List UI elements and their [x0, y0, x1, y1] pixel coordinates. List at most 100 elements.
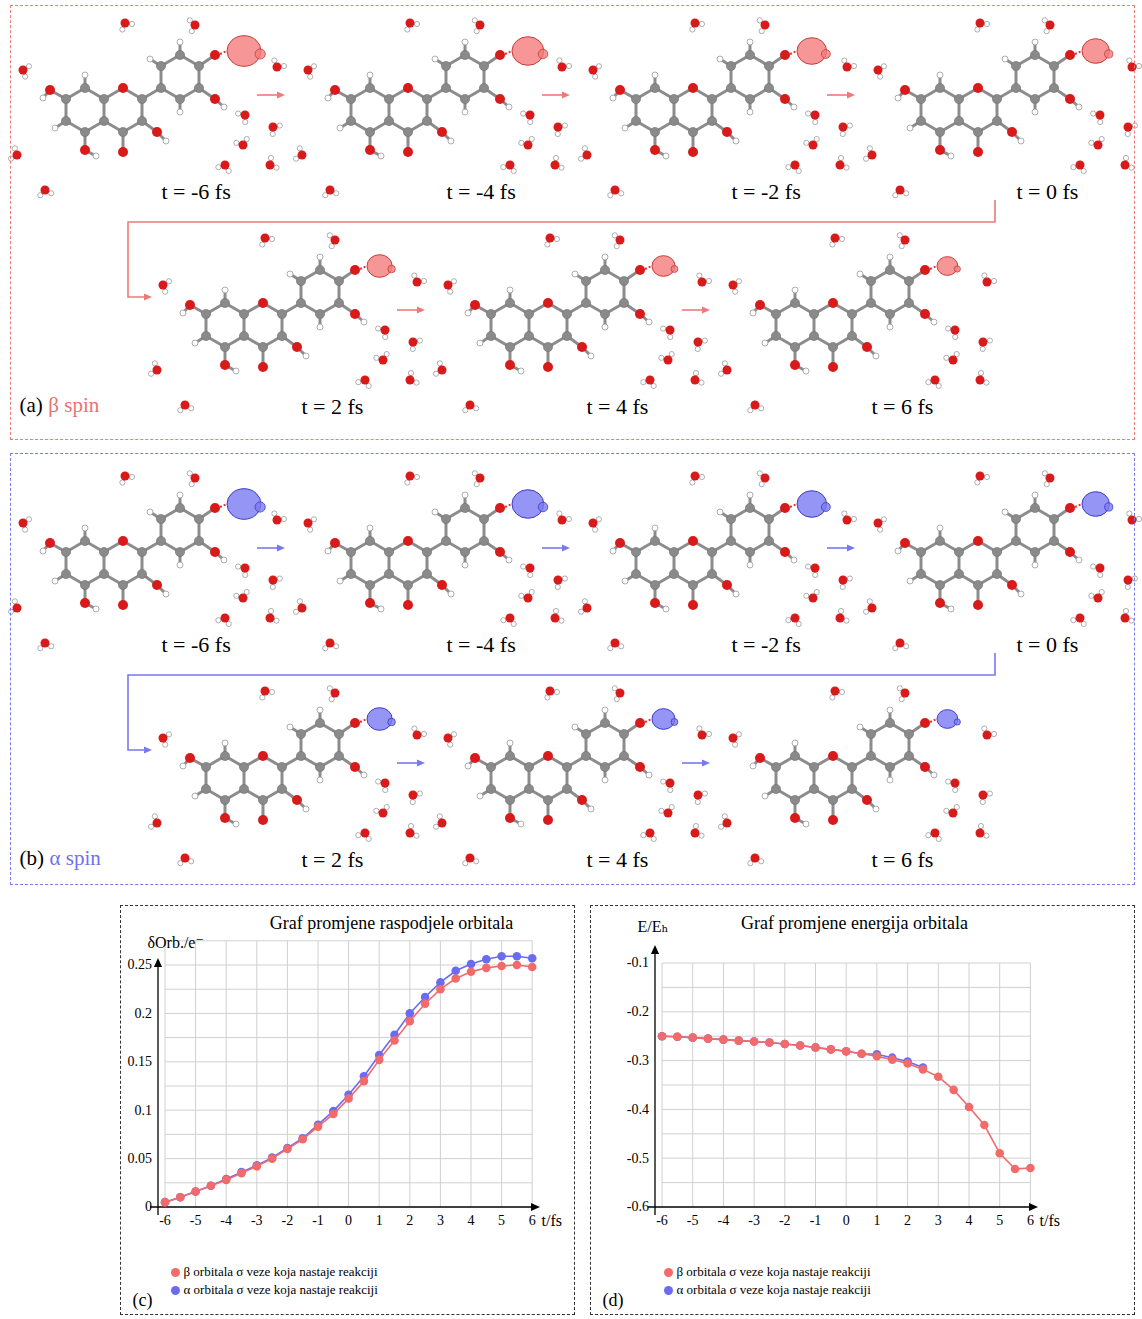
carbon-atom: [631, 116, 640, 125]
water-oxygen: [839, 123, 848, 132]
tick-label: 1: [376, 1213, 383, 1228]
time-label: t = 0 fs: [1017, 632, 1079, 657]
water-hydrogen: [804, 140, 809, 145]
water-hydrogen: [759, 859, 764, 864]
carbon-atom: [954, 547, 963, 556]
hydrogen-atom: [622, 125, 628, 131]
carbon-atom: [422, 116, 431, 125]
hydrogen-atom: [931, 319, 937, 325]
hydrogen-atom: [52, 578, 58, 584]
arrow-head: [154, 958, 162, 967]
sequence-connector: [128, 200, 995, 301]
water-oxygen: [839, 576, 848, 585]
water-oxygen: [546, 687, 555, 696]
step-arrow: [257, 91, 285, 98]
water-hydrogen: [383, 334, 388, 339]
step-arrow: [682, 306, 710, 313]
carbon-atom: [220, 342, 229, 351]
tick-label: 0.1: [135, 1103, 153, 1118]
carbon-atom: [479, 514, 488, 523]
hydrogen-atom: [803, 368, 809, 374]
water-oxygen: [931, 829, 940, 838]
water-hydrogen: [878, 74, 883, 79]
carbon-atom: [562, 309, 571, 318]
water-hydrogen: [308, 74, 313, 79]
water-hydrogen: [699, 21, 704, 26]
carbon-atom: [916, 116, 925, 125]
molecule-snapshot: [863, 471, 1141, 651]
carbon-atom: [505, 795, 514, 804]
oxygen-atom: [350, 762, 360, 772]
orbital-lobe: [954, 266, 960, 272]
grid-line: [662, 1036, 1030, 1037]
water-hydrogen: [374, 808, 379, 813]
water-oxygen: [554, 576, 563, 585]
data-point: [390, 1036, 399, 1045]
water-hydrogen: [277, 576, 282, 581]
carbon-atom: [201, 784, 210, 793]
oxygen-atom: [755, 300, 765, 310]
oxygen-atom: [790, 813, 800, 823]
carbon-atom: [315, 265, 324, 274]
oxygen-atom: [828, 298, 838, 308]
hydrogen-atom: [93, 606, 99, 612]
water-oxygen: [526, 111, 535, 120]
arrow-head: [651, 945, 659, 954]
molecule-snapshot: [718, 686, 996, 866]
water-hydrogen: [699, 833, 704, 838]
oxygen-atom: [615, 85, 625, 95]
carbon-atom: [61, 547, 70, 556]
data-point: [842, 1047, 851, 1056]
hydrogen-atom: [602, 254, 608, 260]
water-oxygen: [466, 854, 475, 863]
data-point: [658, 1032, 667, 1041]
water-hydrogen: [695, 799, 700, 804]
oxygen-atom: [350, 265, 360, 275]
water-hydrogen: [926, 380, 931, 385]
carbon-atom: [239, 762, 248, 771]
grid-line: [662, 1182, 1030, 1183]
water-oxygen: [1046, 474, 1055, 483]
water-hydrogen: [281, 516, 286, 521]
oxygen-atom: [292, 342, 302, 352]
water-oxygen: [476, 21, 485, 30]
water-hydrogen: [189, 29, 194, 34]
data-point: [222, 1175, 231, 1184]
data-point: [360, 1077, 369, 1086]
water-oxygen: [1128, 63, 1137, 72]
water-hydrogen: [830, 242, 835, 247]
hydrogen-atom: [792, 287, 798, 293]
oxygen-atom: [973, 83, 983, 93]
grid-line: [165, 1134, 532, 1135]
water-oxygen: [646, 829, 655, 838]
water-oxygen: [221, 614, 230, 623]
oxygen-atom: [973, 536, 983, 546]
water-hydrogen: [511, 168, 516, 173]
water-hydrogen: [991, 731, 996, 736]
hydrogen-atom: [1032, 109, 1038, 115]
water-hydrogen: [697, 726, 702, 731]
molecule-snapshot: [433, 686, 711, 866]
water-hydrogen: [596, 517, 601, 522]
hydrogen-atom: [507, 740, 513, 746]
water-hydrogen: [702, 338, 707, 343]
water-oxygen: [616, 689, 625, 698]
carbon-atom: [277, 784, 286, 793]
water-oxygen: [691, 19, 700, 28]
water-oxygen: [379, 809, 388, 818]
water-hydrogen: [839, 689, 844, 694]
data-point: [903, 1059, 912, 1068]
water-hydrogen: [830, 695, 835, 700]
hydrogen-atom: [873, 806, 879, 812]
legend-swatch: [171, 1268, 180, 1277]
carbon-atom: [1030, 547, 1039, 556]
water-hydrogen: [334, 191, 339, 196]
oxygen-atom: [210, 547, 220, 557]
orbital-lobe: [538, 502, 548, 512]
water-hydrogen: [554, 689, 559, 694]
molecule-snapshot: [433, 233, 711, 413]
water-hydrogen: [980, 799, 985, 804]
water-hydrogen: [152, 361, 157, 366]
water-hydrogen: [437, 361, 442, 366]
oxygen-atom: [403, 83, 413, 93]
